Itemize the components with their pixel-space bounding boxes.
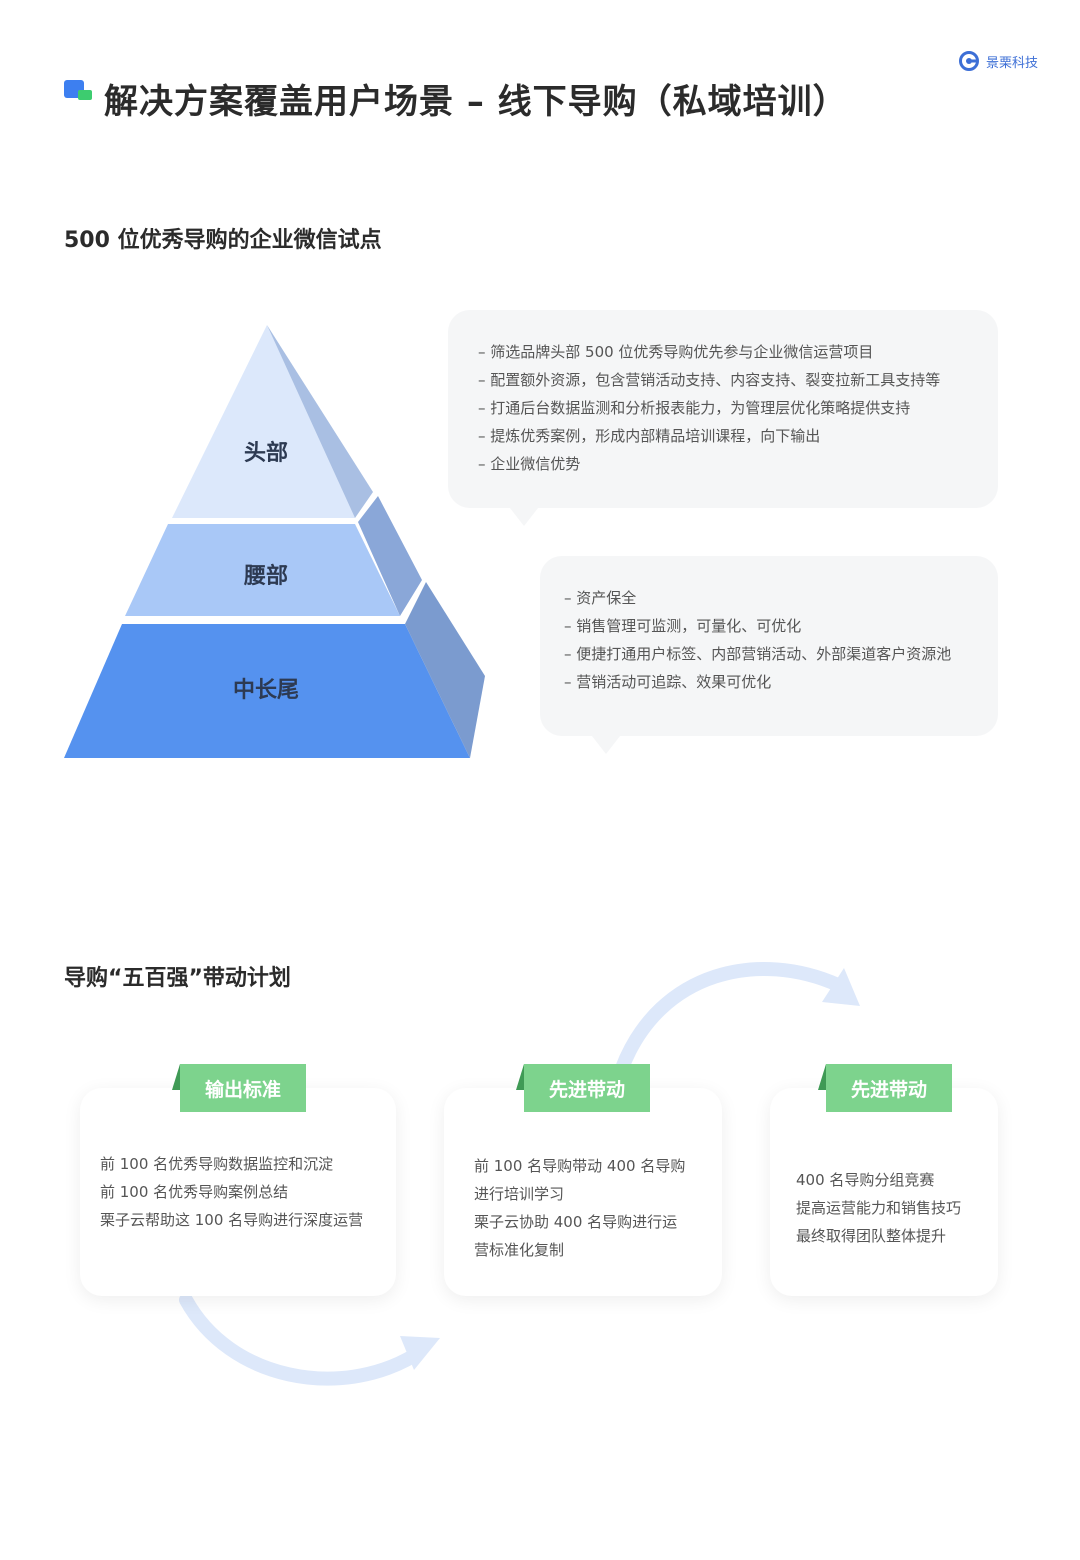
plan-card-tag: 先进带动 (826, 1064, 952, 1112)
tag-fold (516, 1064, 524, 1090)
pyramid-label-mid: 腰部 (243, 564, 288, 589)
pyramid-label-top: 头部 (243, 441, 288, 466)
list-item: 最终取得团队整体提升 (796, 1227, 947, 1245)
tag-fold (818, 1064, 826, 1090)
list-item: 前 100 名优秀导购案例总结 (100, 1183, 289, 1201)
pyramid-bot-side (405, 582, 485, 758)
speech-bubble-advantages (540, 556, 998, 736)
plan-card-tag: 先进带动 (524, 1064, 650, 1112)
brand: 景栗科技 (958, 50, 1038, 72)
list-item: 前 100 名优秀导购数据监控和沉淀 (100, 1155, 334, 1173)
section-title-pilot: 500 位优秀导购的企业微信试点 (64, 228, 382, 253)
pyramid-mid-face (125, 524, 400, 616)
plan-card-output-standard (80, 1088, 396, 1296)
list-item: 前 100 名导购带动 400 名导购 (474, 1157, 686, 1175)
section-title-plan: 导购“五百强”带动计划 (64, 966, 291, 991)
pyramid-diagram (64, 325, 485, 758)
list-item: 400 名导购分组竞赛 (796, 1171, 935, 1189)
plan-card-lead-training (444, 1088, 722, 1296)
speech-bubble-tail (510, 508, 538, 526)
brand-name: 景栗科技 (985, 55, 1038, 71)
flow-arrow-upper-head (822, 968, 860, 1006)
title-chat-icon (64, 80, 92, 100)
plan-card-lines: 前 100 名优秀导购数据监控和沉淀 前 100 名优秀导购案例总结 栗子云帮助… (100, 1150, 363, 1234)
list-item: – 配置额外资源，包含营销活动支持、内容支持、裂变拉新工具支持等 (478, 371, 941, 389)
list-item: 提高运营能力和销售技巧 (796, 1199, 962, 1217)
list-item: – 营销活动可追踪、效果可优化 (564, 673, 772, 691)
flow-arrow-lower-head (400, 1336, 440, 1370)
flow-arrow-lower (179, 1293, 422, 1386)
list-item: – 筛选品牌头部 500 位优秀导购优先参与企业微信运营项目 (478, 343, 874, 361)
pilot-bullet-list: – 筛选品牌头部 500 位优秀导购优先参与企业微信运营项目 – 配置额外资源，… (478, 338, 940, 478)
pyramid-top-side (267, 325, 373, 518)
plan-card-lines: 400 名导购分组竞赛 提高运营能力和销售技巧 最终取得团队整体提升 (796, 1166, 961, 1250)
list-item: 栗子云协助 400 名导购进行运 (474, 1213, 678, 1231)
list-item: – 提炼优秀案例，形成内部精品培训课程，向下输出 (478, 427, 821, 445)
page-title: 解决方案覆盖用户场景 – 线下导购（私域培训） (104, 82, 848, 122)
plan-card-group-competition (770, 1088, 998, 1296)
pyramid-top-face (172, 325, 355, 518)
list-item: 进行培训学习 (474, 1185, 565, 1203)
list-item: 营标准化复制 (474, 1241, 565, 1259)
pyramid-label-bottom: 中长尾 (232, 678, 299, 703)
plan-card-lines: 前 100 名导购带动 400 名导购 进行培训学习 栗子云协助 400 名导购… (474, 1152, 685, 1264)
brand-logo-icon (958, 51, 979, 71)
tag-fold (172, 1064, 180, 1090)
flow-arrow-upper (615, 962, 845, 1075)
advantages-bullet-list: – 资产保全 – 销售管理可监测，可量化、可优化 – 便捷打通用户标签、内部营销… (564, 584, 951, 696)
list-item: – 资产保全 (564, 589, 637, 607)
list-item: – 企业微信优势 (478, 455, 581, 473)
list-item: – 销售管理可监测，可量化、可优化 (564, 617, 802, 635)
plan-card-tag: 输出标准 (180, 1064, 306, 1112)
speech-bubble-pilot (448, 310, 998, 508)
pyramid-mid-side (358, 496, 422, 616)
list-item: – 便捷打通用户标签、内部营销活动、外部渠道客户资源池 (564, 645, 952, 663)
pyramid-bot-face (64, 624, 470, 758)
list-item: – 打通后台数据监测和分析报表能力，为管理层优化策略提供支持 (478, 399, 911, 417)
list-item: 栗子云帮助这 100 名导购进行深度运营 (100, 1211, 364, 1229)
speech-bubble-tail (592, 736, 620, 754)
